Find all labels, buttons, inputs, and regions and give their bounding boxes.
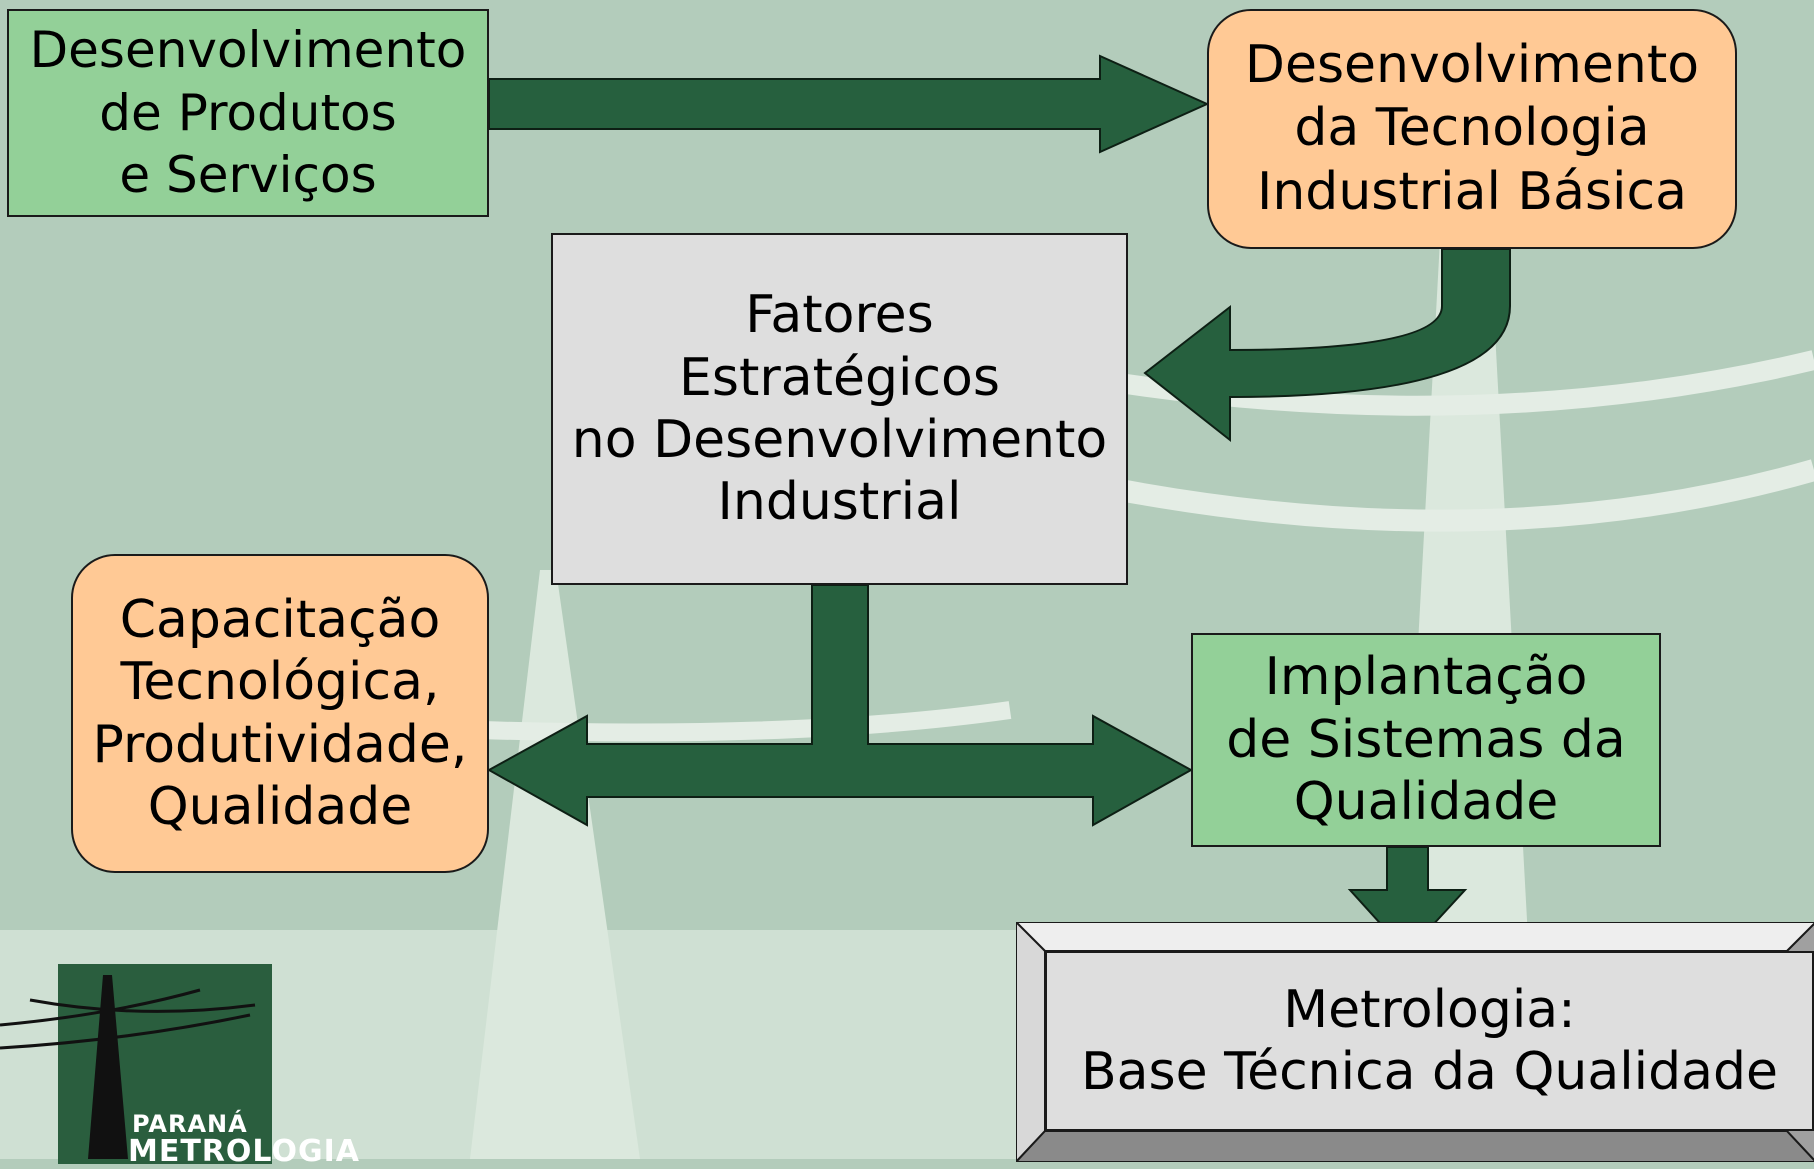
node-desenvolvimento-produtos: Desenvolvimento de Produtos e Serviços <box>7 9 489 217</box>
node-capacitacao-tecnologica: Capacitação Tecnológica, Produtividade, … <box>71 554 489 873</box>
logo-text-parana: PARANÁ <box>132 1110 248 1138</box>
background-wire-1 <box>1118 459 1814 532</box>
logo-text-metrologia: METROLOGIA <box>128 1134 360 1169</box>
arrow-produtos-to-tib <box>488 54 1210 154</box>
parana-metrologia-logo: PARANÁ METROLOGIA <box>0 960 420 1169</box>
node-metrologia: Metrologia: Base Técnica da Qualidade <box>1045 951 1814 1131</box>
arrow-fatores-split <box>486 584 1194 827</box>
arrow-tib-to-fatores <box>1143 248 1511 443</box>
background-pole-left <box>470 570 640 1159</box>
node-implantacao-sistemas-qualidade: Implantação de Sistemas da Qualidade <box>1191 633 1661 847</box>
node-fatores-estrategicos: Fatores Estratégicos no Desenvolvimento … <box>551 233 1128 585</box>
node-tecnologia-industrial-basica: Desenvolvimento da Tecnologia Industrial… <box>1207 9 1737 249</box>
logo-pole-icon <box>0 975 256 1159</box>
